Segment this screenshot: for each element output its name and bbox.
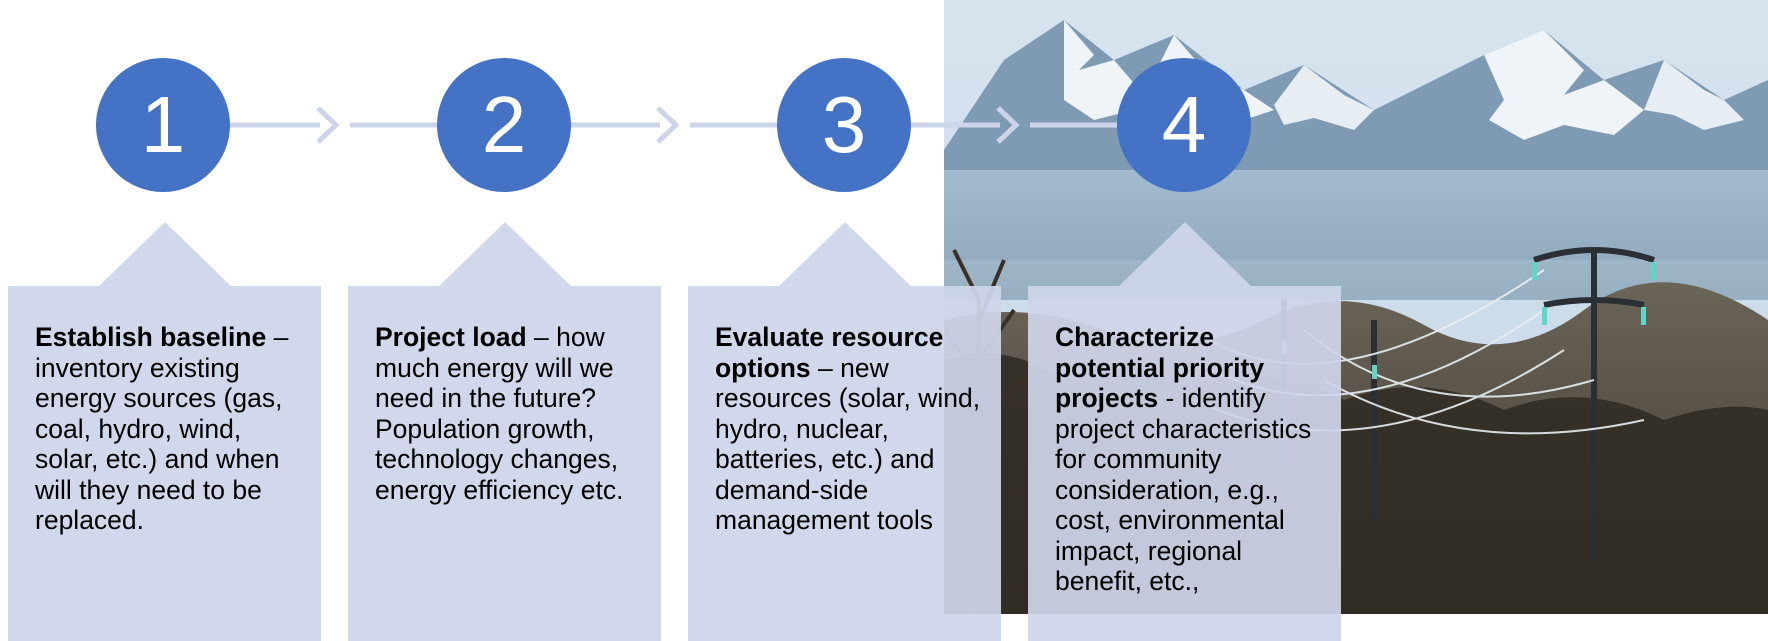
step-1-text: Establish baseline – inventory existing …	[35, 322, 305, 536]
step-2-description: – how much energy will we need in the fu…	[375, 322, 624, 505]
step-1-description: – inventory existing energy sources (gas…	[35, 322, 289, 535]
step-3-number-circle: 3	[777, 58, 911, 192]
step-3-title: Evaluate resource options	[715, 322, 944, 383]
callout-box	[688, 286, 1001, 641]
step-4-number-circle: 4	[1117, 58, 1251, 192]
step-2-text: Project load – how much energy will we n…	[375, 322, 645, 505]
step-3-description: – new resources (solar, wind, hydro, nuc…	[715, 352, 981, 536]
callout-box	[8, 286, 321, 641]
callout-box	[348, 286, 661, 641]
step-4-title: Characterize potential priority projects	[1055, 322, 1265, 413]
step-2-number-circle: 2	[437, 58, 571, 192]
step-1-title: Establish baseline	[35, 322, 267, 352]
step-4-text: Characterize potential priority projects…	[1055, 322, 1325, 597]
callout-pointer	[1119, 222, 1251, 286]
callout-pointer	[439, 222, 571, 286]
step-3-text: Evaluate resource options – new resource…	[715, 322, 985, 536]
step-2-title: Project load	[375, 322, 527, 352]
callout-box	[1028, 286, 1341, 641]
step-4-callout: Characterize potential priority projects…	[1028, 222, 1341, 641]
callout-pointer	[99, 222, 231, 286]
step-3-callout: Evaluate resource options – new resource…	[688, 222, 1001, 641]
step-1-callout: Establish baseline – inventory existing …	[8, 222, 321, 641]
step-4-description: - identify project characteristics for c…	[1055, 383, 1312, 596]
step-1-number-circle: 1	[96, 58, 230, 192]
step-2-callout: Project load – how much energy will we n…	[348, 222, 661, 641]
callout-pointer	[779, 222, 911, 286]
